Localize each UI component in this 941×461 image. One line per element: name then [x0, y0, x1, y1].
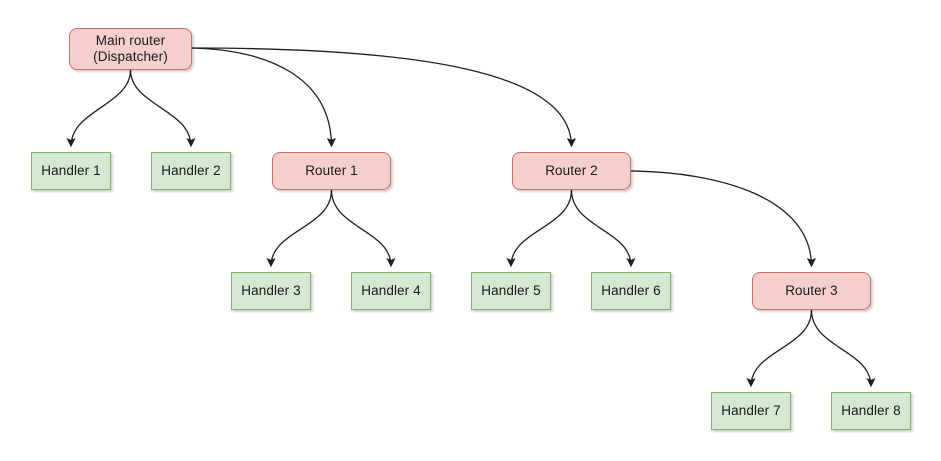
- node-label-handler-4: Handler 4: [361, 283, 421, 299]
- node-label-router-2: Router 2: [545, 163, 598, 179]
- node-handler-5[interactable]: Handler 5: [471, 272, 551, 310]
- node-router-3[interactable]: Router 3: [752, 272, 871, 310]
- edge-router-2-to-router-3: [630, 170, 817, 268]
- edge-paths: [66, 47, 876, 388]
- node-handler-3[interactable]: Handler 3: [231, 272, 311, 310]
- node-label-handler-7: Handler 7: [721, 403, 781, 419]
- node-main-router[interactable]: Main router (Dispatcher): [69, 28, 192, 70]
- node-label-router-1: Router 1: [305, 163, 358, 179]
- node-handler-4[interactable]: Handler 4: [351, 272, 431, 310]
- node-label-handler-2: Handler 2: [161, 163, 221, 179]
- node-handler-6[interactable]: Handler 6: [591, 272, 671, 310]
- node-handler-8[interactable]: Handler 8: [831, 392, 911, 430]
- edge-router-3-to-handler-7: [746, 309, 813, 388]
- edge-main-router-to-router-2: [191, 47, 577, 148]
- node-label-handler-6: Handler 6: [601, 283, 661, 299]
- edge-router-3-to-handler-8: [810, 309, 876, 388]
- edge-main-router-to-handler-1: [66, 69, 132, 148]
- node-label-main-router: Main router (Dispatcher): [93, 33, 168, 64]
- edge-main-router-to-handler-2: [129, 69, 196, 148]
- edge-router-1-to-handler-4: [330, 189, 396, 268]
- edge-router-2-to-handler-6: [570, 189, 636, 268]
- node-label-handler-1: Handler 1: [41, 163, 101, 179]
- edge-main-router-to-router-1: [191, 47, 337, 148]
- edge-router-2-to-handler-5: [506, 189, 573, 268]
- node-label-handler-8: Handler 8: [841, 403, 901, 419]
- node-label-handler-3: Handler 3: [241, 283, 301, 299]
- node-label-handler-5: Handler 5: [481, 283, 541, 299]
- node-label-router-3: Router 3: [785, 283, 838, 299]
- node-handler-7[interactable]: Handler 7: [711, 392, 791, 430]
- node-handler-2[interactable]: Handler 2: [151, 152, 231, 190]
- node-handler-1[interactable]: Handler 1: [31, 152, 111, 190]
- node-router-1[interactable]: Router 1: [272, 152, 391, 190]
- edge-router-1-to-handler-3: [266, 189, 333, 268]
- node-router-2[interactable]: Router 2: [512, 152, 631, 190]
